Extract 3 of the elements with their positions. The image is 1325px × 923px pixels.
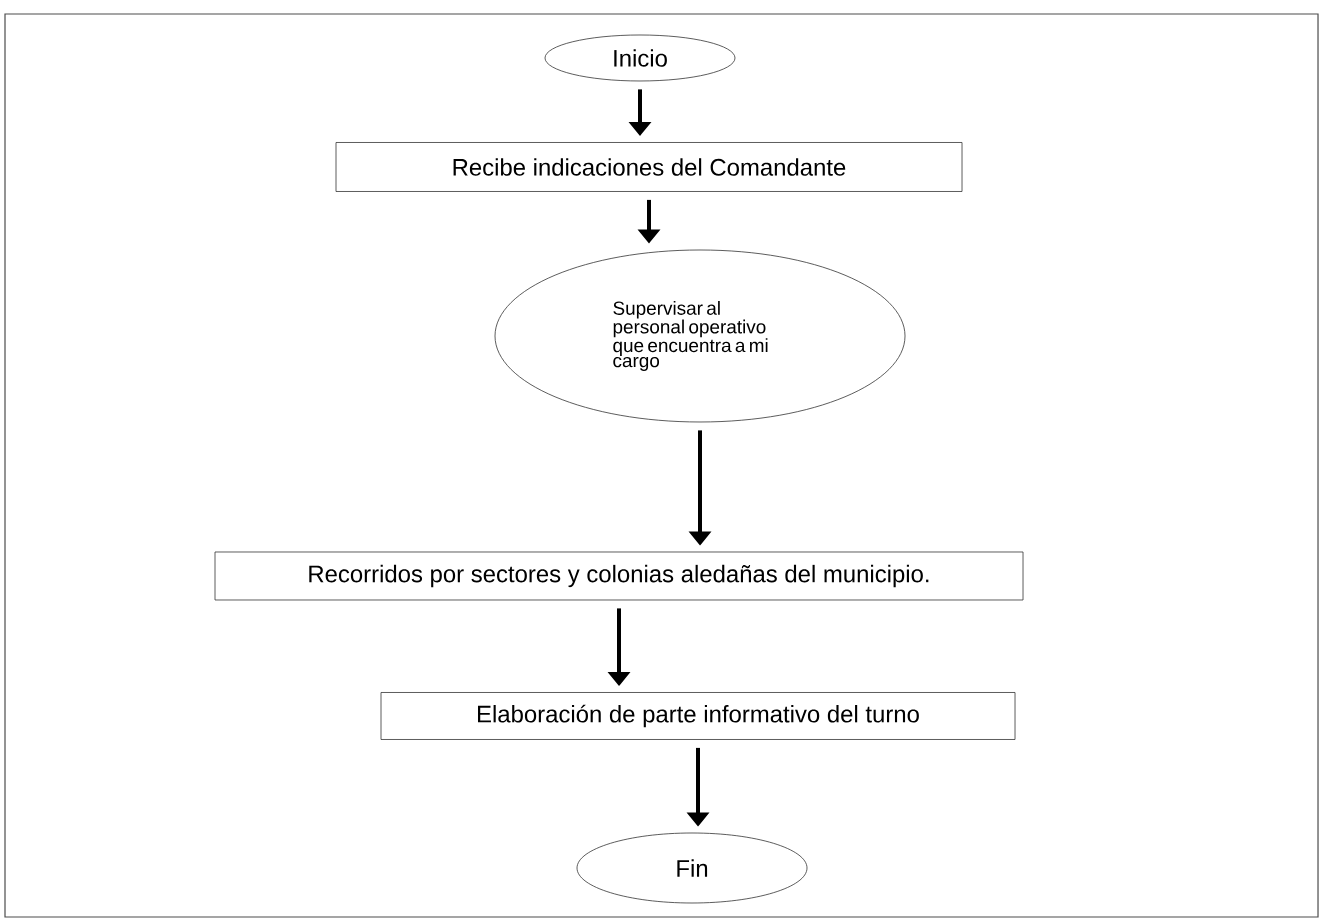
process-box: Recorridos por sectores y colonias aledañas del municipio. bbox=[214, 551, 1024, 601]
process-box: Elaboración de parte informativo del turno bbox=[380, 692, 1016, 740]
process-box: Recibe indicaciones del Comandante bbox=[335, 142, 963, 192]
